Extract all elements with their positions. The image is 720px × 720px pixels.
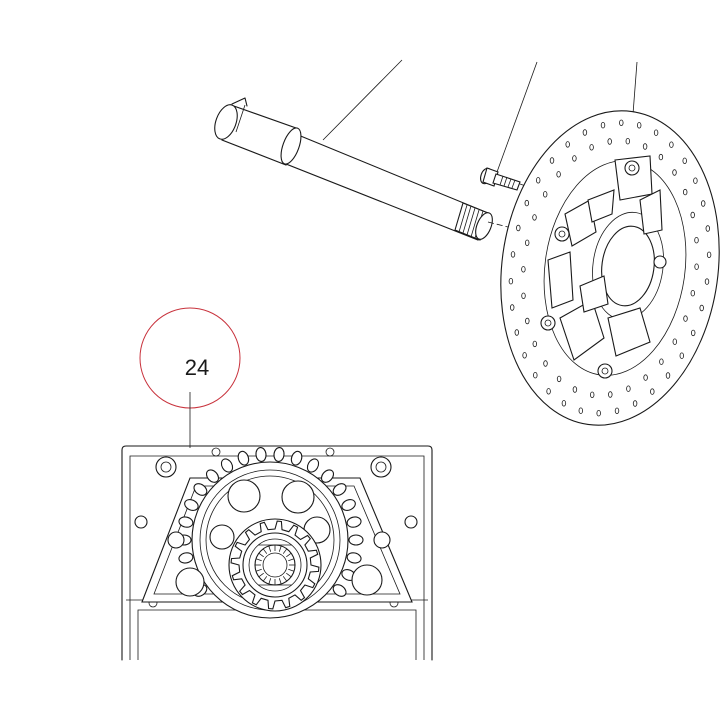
callout-24: 24 <box>139 307 241 448</box>
leader-lines <box>322 59 638 173</box>
leader-line-disc <box>632 61 638 115</box>
leader-line-bolt <box>496 61 538 173</box>
leader-line-axle <box>322 59 403 141</box>
gearbox-housing <box>121 445 433 661</box>
callout-label: 24 <box>185 355 209 380</box>
axle-shaft <box>214 97 493 241</box>
brake-disc <box>500 110 720 426</box>
